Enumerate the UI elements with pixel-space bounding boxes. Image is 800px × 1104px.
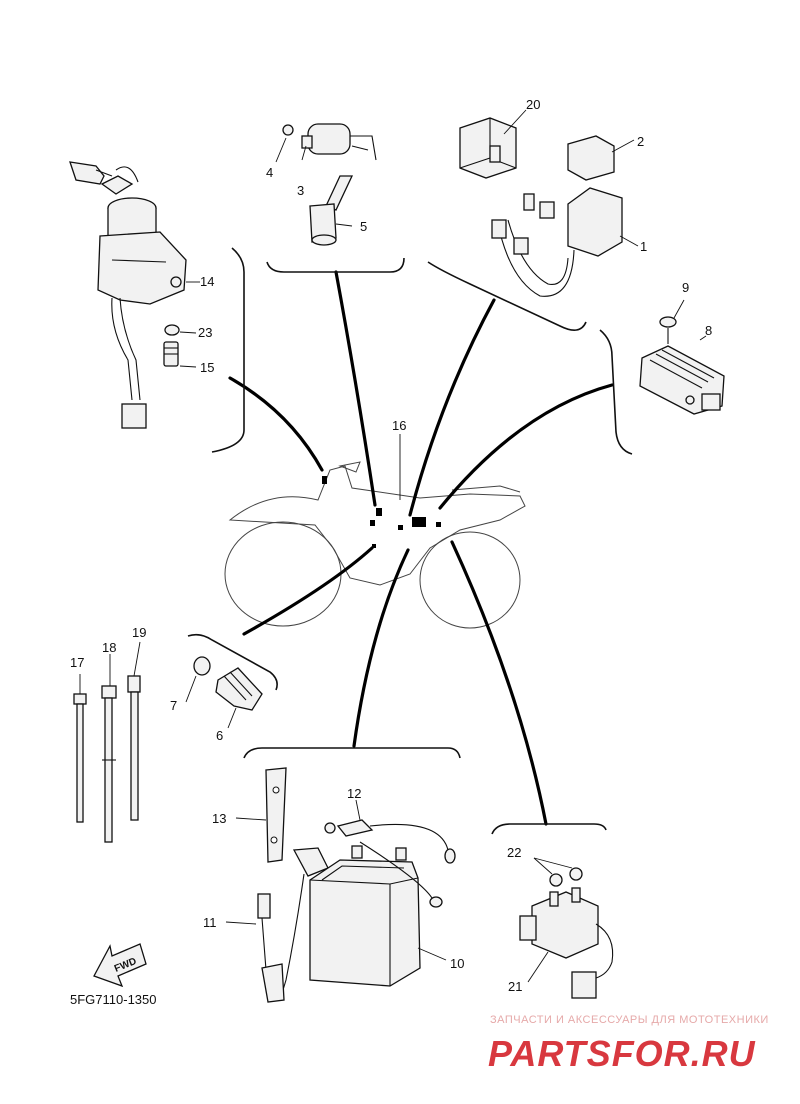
ignition-coil-assembly: [275, 123, 377, 246]
cable-ties: [73, 641, 141, 843]
callout-4: 4: [266, 165, 273, 180]
callout-7: 7: [170, 698, 177, 713]
callout-18: 18: [102, 640, 116, 655]
callout-19: 19: [132, 625, 146, 640]
washer-and-bolt: [163, 324, 197, 368]
main-switch-assembly: [69, 161, 200, 429]
callout-23: 23: [198, 325, 212, 340]
battery-band-and-fuse: [225, 767, 329, 1003]
callout-21: 21: [508, 979, 522, 994]
leader-lines: [228, 270, 614, 826]
callout-14: 14: [200, 274, 214, 289]
watermark-tagline: ЗАПЧАСТИ И АКСЕССУАРЫ ДЛЯ МОТОТЕХНИКИ: [490, 1014, 769, 1026]
battery: [309, 799, 456, 987]
group-brackets: [187, 247, 633, 835]
callout-12: 12: [347, 786, 361, 801]
callout-13: 13: [212, 811, 226, 826]
forward-arrow-icon: FWD: [93, 943, 147, 988]
callout-9: 9: [682, 280, 689, 295]
callout-2: 2: [637, 134, 644, 149]
callout-5: 5: [360, 219, 367, 234]
starter-relay: [519, 857, 614, 999]
callout-16: 16: [392, 418, 406, 433]
motorcycle-silhouette: [224, 461, 526, 629]
diagram-code: 5FG7110-1350: [70, 992, 157, 1007]
callout-1: 1: [640, 239, 647, 254]
callout-10: 10: [450, 956, 464, 971]
callout-22: 22: [507, 845, 521, 860]
rectifier-regulator: [639, 299, 725, 415]
callout-15: 15: [200, 360, 214, 375]
callout-17: 17: [70, 655, 84, 670]
callout-3: 3: [297, 183, 304, 198]
callout-6: 6: [216, 728, 223, 743]
watermark: ЗАПЧАСТИ И АКСЕССУАРЫ ДЛЯ МОТОТЕХНИКИ PA…: [488, 1014, 769, 1074]
callout-20: 20: [526, 97, 540, 112]
neutral-switch: [185, 656, 263, 729]
cdi-and-relays: [459, 109, 639, 297]
callout-numbers: 1 2 3 4 5 6 7 8 9 10 11 12 13 14 15 16 1…: [70, 97, 712, 994]
callout-11: 11: [203, 915, 217, 930]
callout-8: 8: [705, 323, 712, 338]
watermark-logo: PARTSFOR.RU: [488, 1033, 756, 1074]
